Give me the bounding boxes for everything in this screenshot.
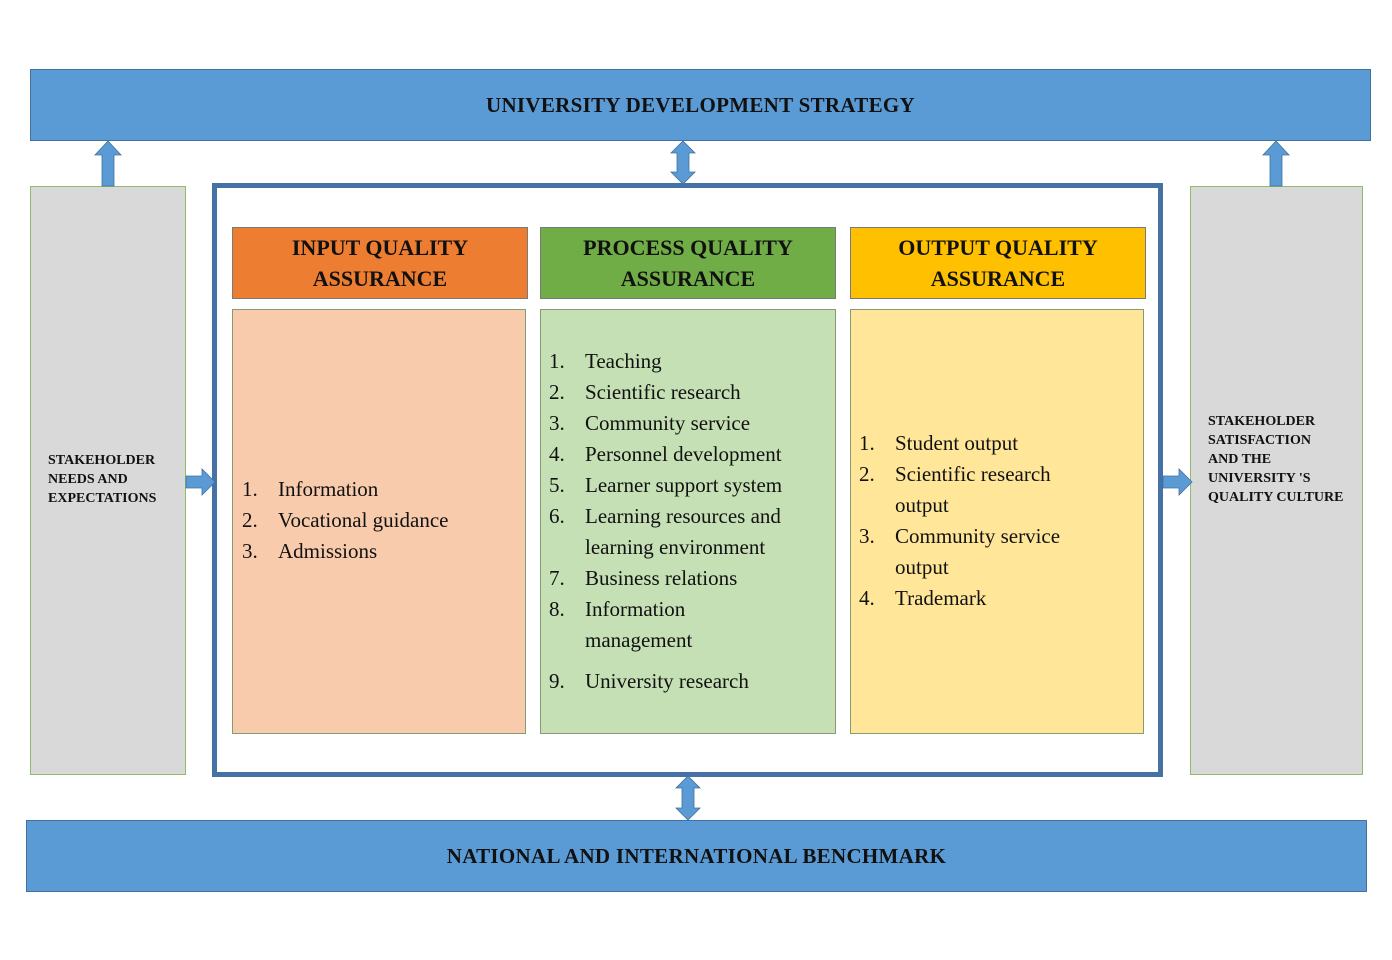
item-text: Personnel development [585,442,782,466]
text-line: QUALITY CULTURE [1208,490,1344,505]
item-number: 3. [242,539,258,563]
item-text: Business relations [585,566,738,590]
up-arrow-icon [94,140,122,187]
list-item: 3. Community service [859,521,1060,552]
double-arrow-icon [670,140,696,185]
list-item: 1. Teaching [549,346,782,377]
list-item: 7. Business relations [549,563,782,594]
list-item: 1. Information [242,474,448,505]
right-arrow-icon [1162,468,1193,496]
stakeholder-satisfaction-box [1190,186,1363,775]
item-number: 5. [549,473,565,497]
item-number: 1. [242,477,258,501]
item-number: 4. [549,442,565,466]
text-line: STAKEHOLDER [48,453,156,468]
item-text: output [895,493,949,517]
stakeholder-needs-text: STAKEHOLDER NEEDS AND EXPECTATIONS [48,451,156,508]
item-text: Information [278,477,379,501]
list-item: learning environment [549,532,782,563]
header-line: INPUT QUALITY [291,235,469,260]
item-text: Trademark [895,586,987,610]
item-number: 6. [549,504,565,528]
list-item: 2. Scientific research [549,377,782,408]
process-quality-header: PROCESS QUALITY ASSURANCE [540,227,836,299]
item-text: Community service [895,524,1061,548]
header-line: ASSURANCE [620,266,756,291]
item-number: 1. [549,349,565,373]
input-quality-header: INPUT QUALITY ASSURANCE [232,227,528,299]
item-text: Information [585,597,686,621]
list-item: 3. Community service [549,408,782,439]
list-item: 6. Learning resources and [549,501,782,532]
item-number: 2. [549,380,565,404]
header-line: ASSURANCE [930,266,1066,291]
item-number: 7. [549,566,565,590]
double-arrow-icon [675,775,701,821]
item-number: 1. [859,431,875,455]
benchmark-banner: NATIONAL AND INTERNATIONAL BENCHMARK [26,820,1367,892]
process-quality-body [540,309,836,734]
item-text: Teaching [585,349,662,373]
item-text: Vocational guidance [278,508,449,532]
header-line: ASSURANCE [312,266,448,291]
text-line: SATISFACTION [1208,433,1311,448]
list-item: 1. Student output [859,428,1060,459]
item-text: Admissions [278,539,378,563]
stakeholder-needs-box [30,186,186,775]
item-text: Learner support system [585,473,783,497]
banner-label: UNIVERSITY DEVELOPMENT STRATEGY [486,92,915,117]
list-item: 3. Admissions [242,536,448,567]
item-number: 8. [549,597,565,621]
output-quality-body [850,309,1144,734]
item-text: University research [585,669,749,693]
text-line: STAKEHOLDER [1208,414,1316,429]
list-item: 4. Personnel development [549,439,782,470]
text-line: AND THE [1208,452,1272,467]
banner-label: NATIONAL AND INTERNATIONAL BENCHMARK [446,843,947,868]
list-item: 2. Scientific research [859,459,1060,490]
header-line: PROCESS QUALITY [583,235,793,260]
list-item: management [549,625,782,656]
list-item: 4. Trademark [859,583,1060,614]
item-text: Scientific research [585,380,741,404]
item-text: output [895,555,949,579]
list-item: 5. Learner support system [549,470,782,501]
right-arrow-icon [185,468,216,496]
up-arrow-icon [1262,140,1290,187]
item-number: 2. [859,462,875,486]
text-line: EXPECTATIONS [48,491,157,506]
list-item: output [859,490,1060,521]
university-development-strategy-banner: UNIVERSITY DEVELOPMENT STRATEGY [30,69,1371,141]
item-number: 9. [549,669,565,693]
item-text: learning environment [585,535,766,559]
stakeholder-satisfaction-text: STAKEHOLDER SATISFACTION AND THE UNIVERS… [1208,412,1344,507]
input-quality-list: 1. Information 2. Vocational guidance 3. Admi… [242,474,448,567]
item-text: Student output [895,431,1019,455]
list-item: 9. University research [549,666,782,697]
item-number: 2. [242,508,258,532]
list-item: 8. Information [549,594,782,625]
output-quality-header: OUTPUT QUALITY ASSURANCE [850,227,1146,299]
item-text: Learning resources and [585,504,781,528]
item-number: 4. [859,586,875,610]
list-item: 2. Vocational guidance [242,505,448,536]
header-line: OUTPUT QUALITY [898,235,1098,260]
text-line: NEEDS AND [48,472,128,487]
item-text: Community service [585,411,751,435]
output-quality-list: 1. Student output 2. Scientific research out… [859,428,1060,614]
item-text: management [585,628,693,652]
item-number: 3. [549,411,565,435]
item-text: Scientific research [895,462,1051,486]
list-item: output [859,552,1060,583]
process-quality-list: 1. Teaching 2. Scientific research 3. Communi… [549,346,782,697]
text-line: UNIVERSITY 'S [1208,471,1311,486]
input-quality-body [232,309,526,734]
item-number: 3. [859,524,875,548]
